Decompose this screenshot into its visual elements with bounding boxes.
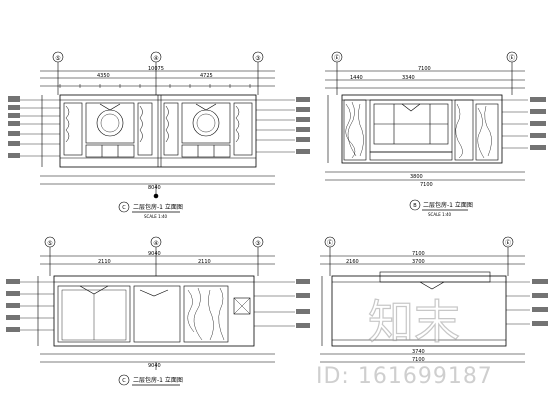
dimension-text: 4350 [97, 73, 110, 79]
elevation-view-1: ⑤ ④ ③ 10075 4350 4725 [8, 51, 310, 219]
view-marker: C [122, 378, 126, 384]
dimension-text: 1440 [350, 75, 363, 81]
view-title: 二层包房-1 立面图 [133, 203, 183, 211]
dimension-text: 9040 [148, 363, 161, 369]
grid-label: ④ [153, 240, 158, 247]
grid-label: ⑤ [47, 240, 52, 247]
dimension-text: 7100 [420, 182, 433, 188]
dimension-text: 4725 [200, 73, 213, 79]
grid-label: Ⓔ [327, 239, 333, 247]
grid-label: Ⓔ [505, 239, 511, 247]
dimension-text: 2110 [98, 259, 111, 265]
elevation-view-3: ⑤ ④ ③ 9040 2110 2110 [6, 236, 310, 386]
watermark-id: ID: 161699187 [316, 364, 493, 389]
dimension-text: 9040 [148, 251, 161, 257]
dimension-text: 3340 [402, 75, 415, 81]
grid-label: ③ [255, 55, 260, 62]
elevation-view-4: Ⓔ Ⓔ 7100 3700 2160 3740 7100 [320, 236, 548, 363]
dimension-text: 2110 [198, 259, 211, 265]
view-scale: SCALE 1:40 [144, 214, 168, 219]
view-marker: B [413, 203, 417, 209]
dimension-text: 2160 [346, 259, 359, 265]
elevation-view-2: Ⓔ Ⓔ 7100 3340 1440 [325, 51, 546, 217]
dimension-text: 3800 [410, 174, 423, 180]
grid-label: Ⓔ [509, 54, 515, 62]
grid-label: ④ [153, 55, 158, 62]
watermark-logo: 知末 [367, 294, 460, 349]
grid-label: Ⓔ [334, 54, 340, 62]
dimension-text: 3700 [412, 259, 425, 265]
view-scale: SCALE 1:40 [428, 212, 452, 217]
view-marker: C [122, 205, 126, 211]
watermark-logo-text: 知末 [368, 295, 460, 349]
grid-label: ⑤ [55, 55, 60, 62]
dimension-text: 7100 [418, 66, 431, 72]
dimension-text: 7100 [412, 357, 425, 363]
dimension-text: 8040 [148, 185, 161, 191]
dimension-text: 3740 [412, 349, 425, 355]
grid-label: ③ [255, 240, 260, 247]
dimension-text: 7100 [412, 251, 425, 257]
view-title: 二层包房-1 立面图 [423, 201, 473, 209]
view-title: 二层包房-1 立面图 [133, 376, 183, 384]
dimension-text: 10075 [148, 66, 164, 72]
grid-axis-markers: ⑤ ④ ③ [52, 51, 264, 95]
